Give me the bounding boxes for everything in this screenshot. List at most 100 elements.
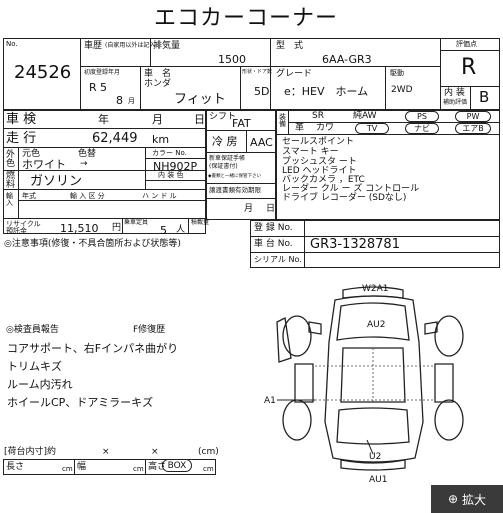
first-reg-era: R <box>89 81 97 94</box>
grade-score-label: 評価点 <box>456 40 477 48</box>
import-label: 輸 入 <box>6 192 13 207</box>
capacity-value: 5 <box>160 224 167 237</box>
right-block <box>276 110 500 220</box>
car-name-label: 車 名 <box>144 69 172 79</box>
equip-airbag: エアB <box>455 123 491 134</box>
damage-a1: A1 <box>264 396 276 406</box>
inspector-line-1: コアサポート、右Fインパネ曲がり <box>7 342 179 355</box>
ac-value: AAC <box>250 136 273 149</box>
cargo-length-unit: cm <box>62 465 73 473</box>
no-label: No. <box>6 40 18 48</box>
mileage-unit: km <box>152 133 170 146</box>
grade-value: e：HEV ホーム <box>284 85 369 98</box>
new-warranty-label: 新車保証手帳 <box>209 155 246 162</box>
chassis-label: 車 台 No. <box>254 239 293 249</box>
fuel-value: ガソリン <box>30 174 83 189</box>
zoom-in-icon: ⊕ <box>447 492 459 506</box>
chassis-value: GR3-1328781 <box>310 237 400 252</box>
equip-aw: 純AW <box>353 111 377 121</box>
fuel-label: 燃料 <box>6 171 16 190</box>
first-reg-month-unit: 月 <box>128 97 135 105</box>
damage-u2: U2 <box>369 452 382 462</box>
color-no-value: NH902P <box>153 160 198 173</box>
color-change-label: 色替 <box>78 149 97 159</box>
first-reg-label: 初度登録年月 <box>84 69 121 76</box>
interior-color-label: 内 装 色 <box>158 171 184 179</box>
equip-sr: SR <box>312 111 324 121</box>
sales-point-1: スマート キー <box>282 147 339 157</box>
ac-label: 冷 房 <box>212 135 238 148</box>
sales-point-label: セールスポイント <box>282 137 355 147</box>
displacement-label: 排気量 <box>153 41 181 51</box>
model-label: 型 式 <box>276 41 304 51</box>
load-label: 積載量 <box>191 219 210 226</box>
capacity-unit: 人 <box>176 225 186 235</box>
sheet-title: エコカーコーナー <box>154 6 339 31</box>
equip-navi: ナビ <box>405 123 439 134</box>
cargo-label: [荷台内寸]約 <box>4 447 57 457</box>
recycle-amount: 11,510 <box>60 222 99 235</box>
equip-ps: PS <box>405 111 439 122</box>
cargo-dimension-row <box>3 459 216 475</box>
displacement-value: 1500 <box>218 53 246 66</box>
zoom-label: 拡大 <box>462 492 487 507</box>
zoom-button[interactable]: ⊕ 拡大 <box>431 485 503 513</box>
cargo-width-label: 幅 <box>77 462 87 472</box>
new-warranty-sub: (保証書付) <box>209 163 238 170</box>
sales-point-2: プッシュスタ ート <box>282 157 357 167</box>
drive-label: 駆動 <box>390 69 404 77</box>
sales-point-5: レーダー クル ー ズ コントロール <box>282 184 420 194</box>
door-label: 形状・ドア数 <box>242 69 273 75</box>
doc-expiry-month: 月 <box>244 204 254 214</box>
inspector-f-note: F修復歴 <box>133 325 166 335</box>
cargo-width-unit: cm <box>133 465 144 473</box>
notes-label: ◎注意事項(修復・不具合箇所および状態等) <box>4 239 181 249</box>
lot-number: 24526 <box>14 62 72 83</box>
inspector-line-4: ホイールCP、ドアミラーキズ <box>7 396 154 409</box>
equip-kawa: カワ <box>316 123 335 133</box>
damage-w2a1: W2A1 <box>362 284 389 294</box>
left-block <box>3 110 206 234</box>
shaken-day-label: 日 <box>194 113 205 126</box>
recycle-yen: 円 <box>112 223 122 233</box>
shaken-month-label: 月 <box>152 113 163 126</box>
maker-value: ホンダ <box>144 79 172 89</box>
registration-block <box>250 220 500 268</box>
equip-leather: 革 <box>295 123 305 133</box>
model-value: 6AA-GR3 <box>322 53 372 66</box>
cargo-height-label: 高さ <box>148 462 167 472</box>
mileage-label: 走 行 <box>6 131 37 146</box>
interior-sub-label: 補助評価 <box>443 99 468 106</box>
color-outer-label: 外色 <box>6 150 16 169</box>
cargo-x1: × <box>102 447 110 457</box>
shift-value: FAT <box>232 117 251 130</box>
cargo-cm: (cm) <box>198 447 219 457</box>
car-name-value: フィット <box>174 92 226 107</box>
first-reg-year: 5 <box>100 81 107 94</box>
cargo-height-unit: cm <box>203 465 214 473</box>
interior-score-value: B <box>479 88 490 106</box>
shaken-year-label: 年 <box>98 113 109 126</box>
grade-label: グレード <box>276 69 313 79</box>
recycle-sub-label: 預託金 <box>6 227 27 235</box>
warranty-note: ◆書類と一緒に保管下さい <box>208 174 261 179</box>
capacity-label: 乗車定員 <box>124 219 149 226</box>
shift-label: シフト <box>209 112 237 122</box>
doc-expiry-day: 日 <box>266 204 276 214</box>
cargo-length-label: 長さ <box>6 462 25 472</box>
mid-block <box>206 110 276 220</box>
inspector-label: ◎検査員報告 <box>6 325 59 335</box>
doors-value: 5D <box>254 85 270 98</box>
serial-label: シリアル No. <box>254 255 302 264</box>
shaken-label: 車 検 <box>6 112 37 127</box>
interior-label: 内 装 <box>444 88 465 98</box>
history-label: 車歴 <box>84 41 103 51</box>
equip-tv: TV <box>355 123 389 134</box>
sales-point-3: LED ヘッドライト <box>282 166 357 176</box>
cargo-x2: × <box>151 447 159 457</box>
import-year-label: 年式 <box>22 192 36 200</box>
damage-au2: AU2 <box>367 320 386 330</box>
first-reg-month: 8 <box>116 94 123 107</box>
drive-value: 2WD <box>391 85 413 95</box>
import-category-label: 輸 入 区 分 <box>70 192 105 200</box>
